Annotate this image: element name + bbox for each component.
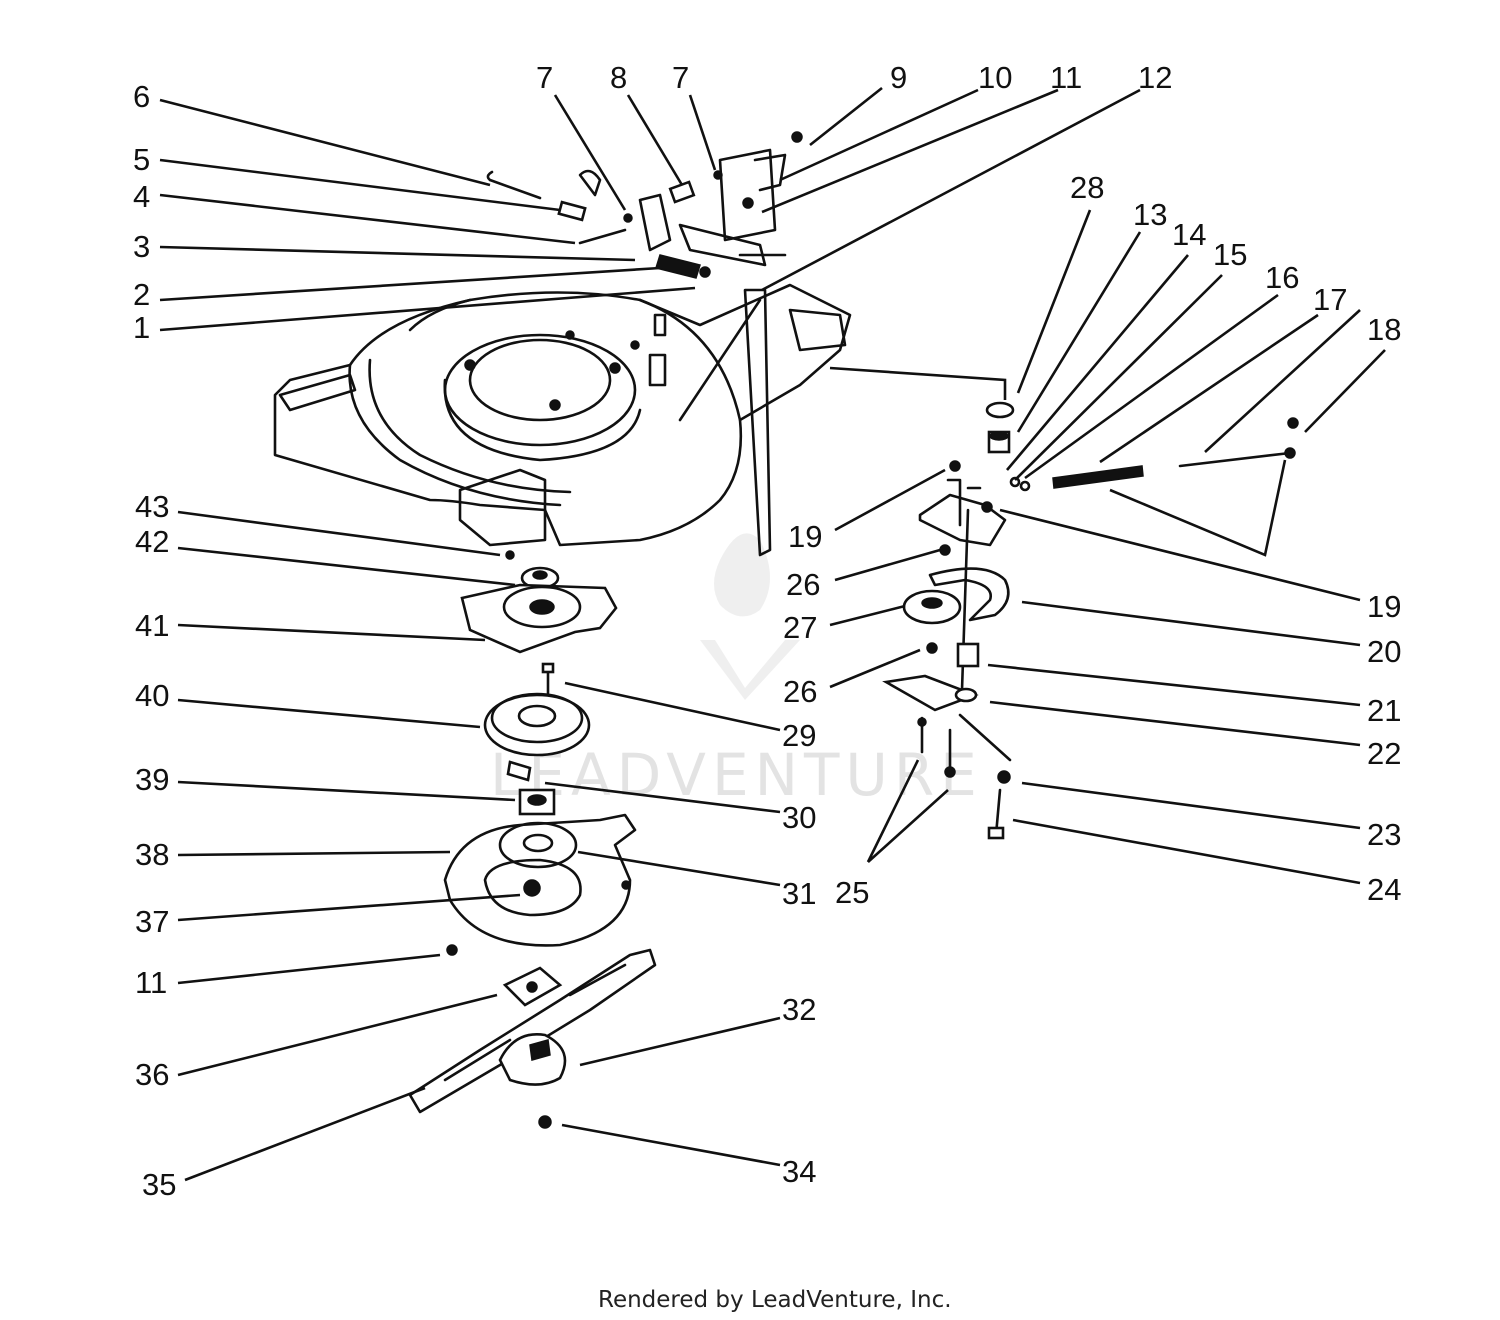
callout-40: 40 [135, 678, 169, 713]
callout-19a: 19 [788, 519, 822, 554]
callout-10: 10 [978, 60, 1012, 95]
callout-labels: 6 5 4 3 2 1 7 8 7 9 10 11 12 28 13 14 15… [133, 60, 1401, 1202]
callout-18: 18 [1367, 312, 1401, 347]
callout-26a: 26 [786, 567, 820, 602]
callout-32: 32 [782, 992, 816, 1027]
callout-21: 21 [1367, 693, 1401, 728]
left-spindle-stack [408, 550, 657, 1129]
callout-19b: 19 [1367, 589, 1401, 624]
callout-7a: 7 [536, 60, 553, 95]
callout-9: 9 [890, 60, 907, 95]
footer-credit: Rendered by LeadVenture, Inc. [598, 1287, 952, 1313]
callout-29: 29 [782, 718, 816, 753]
callout-11b: 11 [135, 965, 167, 1000]
callout-2: 2 [133, 277, 150, 312]
callout-41: 41 [135, 608, 169, 643]
callout-11a: 11 [1050, 60, 1082, 95]
callout-31: 31 [782, 876, 816, 911]
callout-15: 15 [1213, 237, 1247, 272]
callout-7b: 7 [672, 60, 689, 95]
callout-13: 13 [1133, 197, 1167, 232]
leader-lines [159, 86, 1386, 1182]
callout-3: 3 [133, 229, 150, 264]
callout-12: 12 [1138, 60, 1172, 95]
callout-37: 37 [135, 904, 169, 939]
mower-deck-housing [273, 283, 852, 557]
callout-24: 24 [1367, 872, 1401, 907]
callout-4: 4 [133, 179, 150, 214]
callout-30: 30 [782, 800, 816, 835]
callout-28: 28 [1070, 170, 1104, 205]
callout-43: 43 [135, 489, 169, 524]
callout-34: 34 [782, 1154, 816, 1189]
callout-42: 42 [135, 524, 169, 559]
callout-35: 35 [142, 1167, 176, 1202]
watermark-logo [700, 533, 800, 700]
callout-26b: 26 [783, 674, 817, 709]
callout-16: 16 [1265, 260, 1299, 295]
brake-bracket-assembly [486, 131, 803, 279]
callout-8: 8 [610, 60, 627, 95]
callout-22: 22 [1367, 736, 1401, 771]
callout-39: 39 [135, 762, 169, 797]
right-idler-stack [882, 401, 1299, 840]
callout-27: 27 [783, 610, 817, 645]
callout-25: 25 [835, 875, 869, 910]
callout-17: 17 [1313, 282, 1347, 317]
watermark-text: LEADVENTURE [490, 741, 983, 809]
callout-5: 5 [133, 142, 150, 177]
callout-6: 6 [133, 79, 150, 114]
callout-14: 14 [1172, 217, 1206, 252]
callout-1: 1 [133, 310, 150, 345]
callout-23: 23 [1367, 817, 1401, 852]
callout-20: 20 [1367, 634, 1401, 669]
callout-38: 38 [135, 837, 169, 872]
callout-36: 36 [135, 1057, 169, 1092]
